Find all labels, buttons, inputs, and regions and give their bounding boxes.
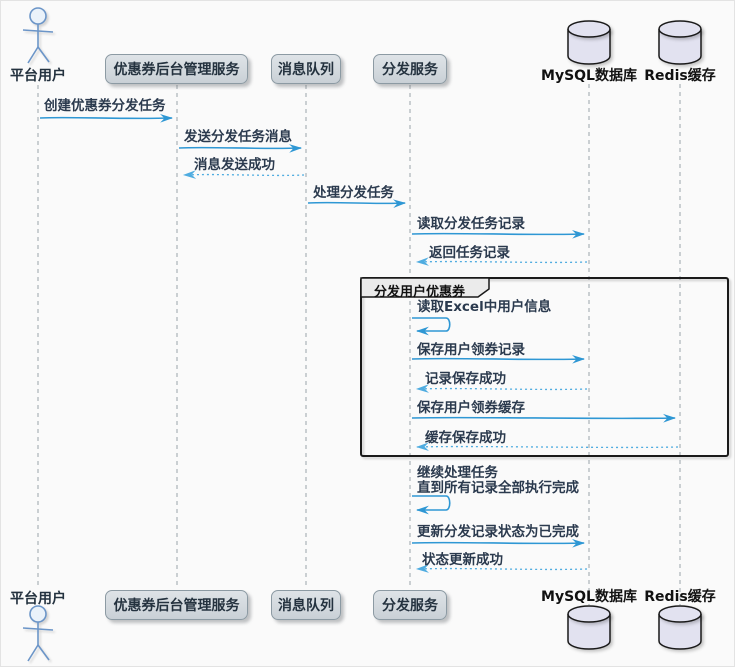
mysql-database-icon-bottom xyxy=(567,605,611,650)
message-label-13: 更新分发记录状态为已完成 xyxy=(417,524,579,540)
participant-message-queue-top: 消息队列 xyxy=(271,54,341,84)
participant-user-label-top: 平台用户 xyxy=(10,68,66,84)
message-label-1: 创建优惠券分发任务 xyxy=(44,98,166,114)
participant-mysql-label-top: MySQL数据库 xyxy=(541,68,637,84)
message-arrow-4 xyxy=(307,199,407,208)
message-label-3: 消息发送成功 xyxy=(194,157,275,173)
message-arrow-2 xyxy=(178,144,303,153)
message-arrow-8 xyxy=(411,355,586,364)
redis-database-icon-bottom xyxy=(658,605,702,650)
participant-mysql-label-bottom: MySQL数据库 xyxy=(541,589,637,605)
message-arrow-3 xyxy=(182,170,305,179)
message-label-11: 缓存保存成功 xyxy=(425,430,506,446)
participant-dispatch-service-top: 分发服务 xyxy=(373,54,447,84)
actor-figure-bottom xyxy=(22,605,54,662)
message-label-7: 读取Excel中用户信息 xyxy=(417,299,552,315)
message-label-5: 读取分发任务记录 xyxy=(417,216,525,232)
mysql-database-icon-top xyxy=(567,20,611,65)
participant-dispatch-service-bottom: 分发服务 xyxy=(373,590,447,620)
fragment-box xyxy=(360,277,729,457)
participant-redis-label-bottom: Redis缓存 xyxy=(644,589,716,605)
message-arrow-5 xyxy=(411,230,586,239)
message-arrow-6 xyxy=(415,257,588,266)
message-label-14: 状态更新成功 xyxy=(422,552,503,568)
participant-coupon-service-top: 优惠券后台管理服务 xyxy=(105,54,248,84)
participant-coupon-service-bottom: 优惠券后台管理服务 xyxy=(105,590,248,620)
message-arrow-7-self xyxy=(412,317,451,336)
participant-redis-label-top: Redis缓存 xyxy=(644,68,716,84)
message-label-12: 继续处理任务 直到所有记录全部执行完成 xyxy=(417,465,579,496)
message-arrow-1 xyxy=(39,114,174,123)
message-label-9: 记录保存成功 xyxy=(425,371,506,387)
message-arrow-10 xyxy=(411,413,677,423)
message-arrow-13 xyxy=(411,539,586,548)
message-label-8: 保存用户领券记录 xyxy=(417,342,525,358)
actor-figure-top xyxy=(22,7,54,64)
message-arrow-14 xyxy=(415,564,588,573)
message-label-2: 发送分发任务消息 xyxy=(184,129,292,145)
message-label-6: 返回任务记录 xyxy=(429,245,510,261)
message-label-10: 保存用户领券缓存 xyxy=(417,400,525,416)
redis-database-icon-top xyxy=(658,20,702,65)
message-arrow-9 xyxy=(415,384,588,393)
message-arrow-12-self xyxy=(412,495,451,515)
participant-user-label-bottom: 平台用户 xyxy=(10,591,66,607)
message-label-4: 处理分发任务 xyxy=(313,185,394,201)
fragment-label: 分发用户优惠券 xyxy=(374,285,466,300)
participant-message-queue-bottom: 消息队列 xyxy=(271,590,341,620)
message-arrow-11 xyxy=(415,442,679,452)
